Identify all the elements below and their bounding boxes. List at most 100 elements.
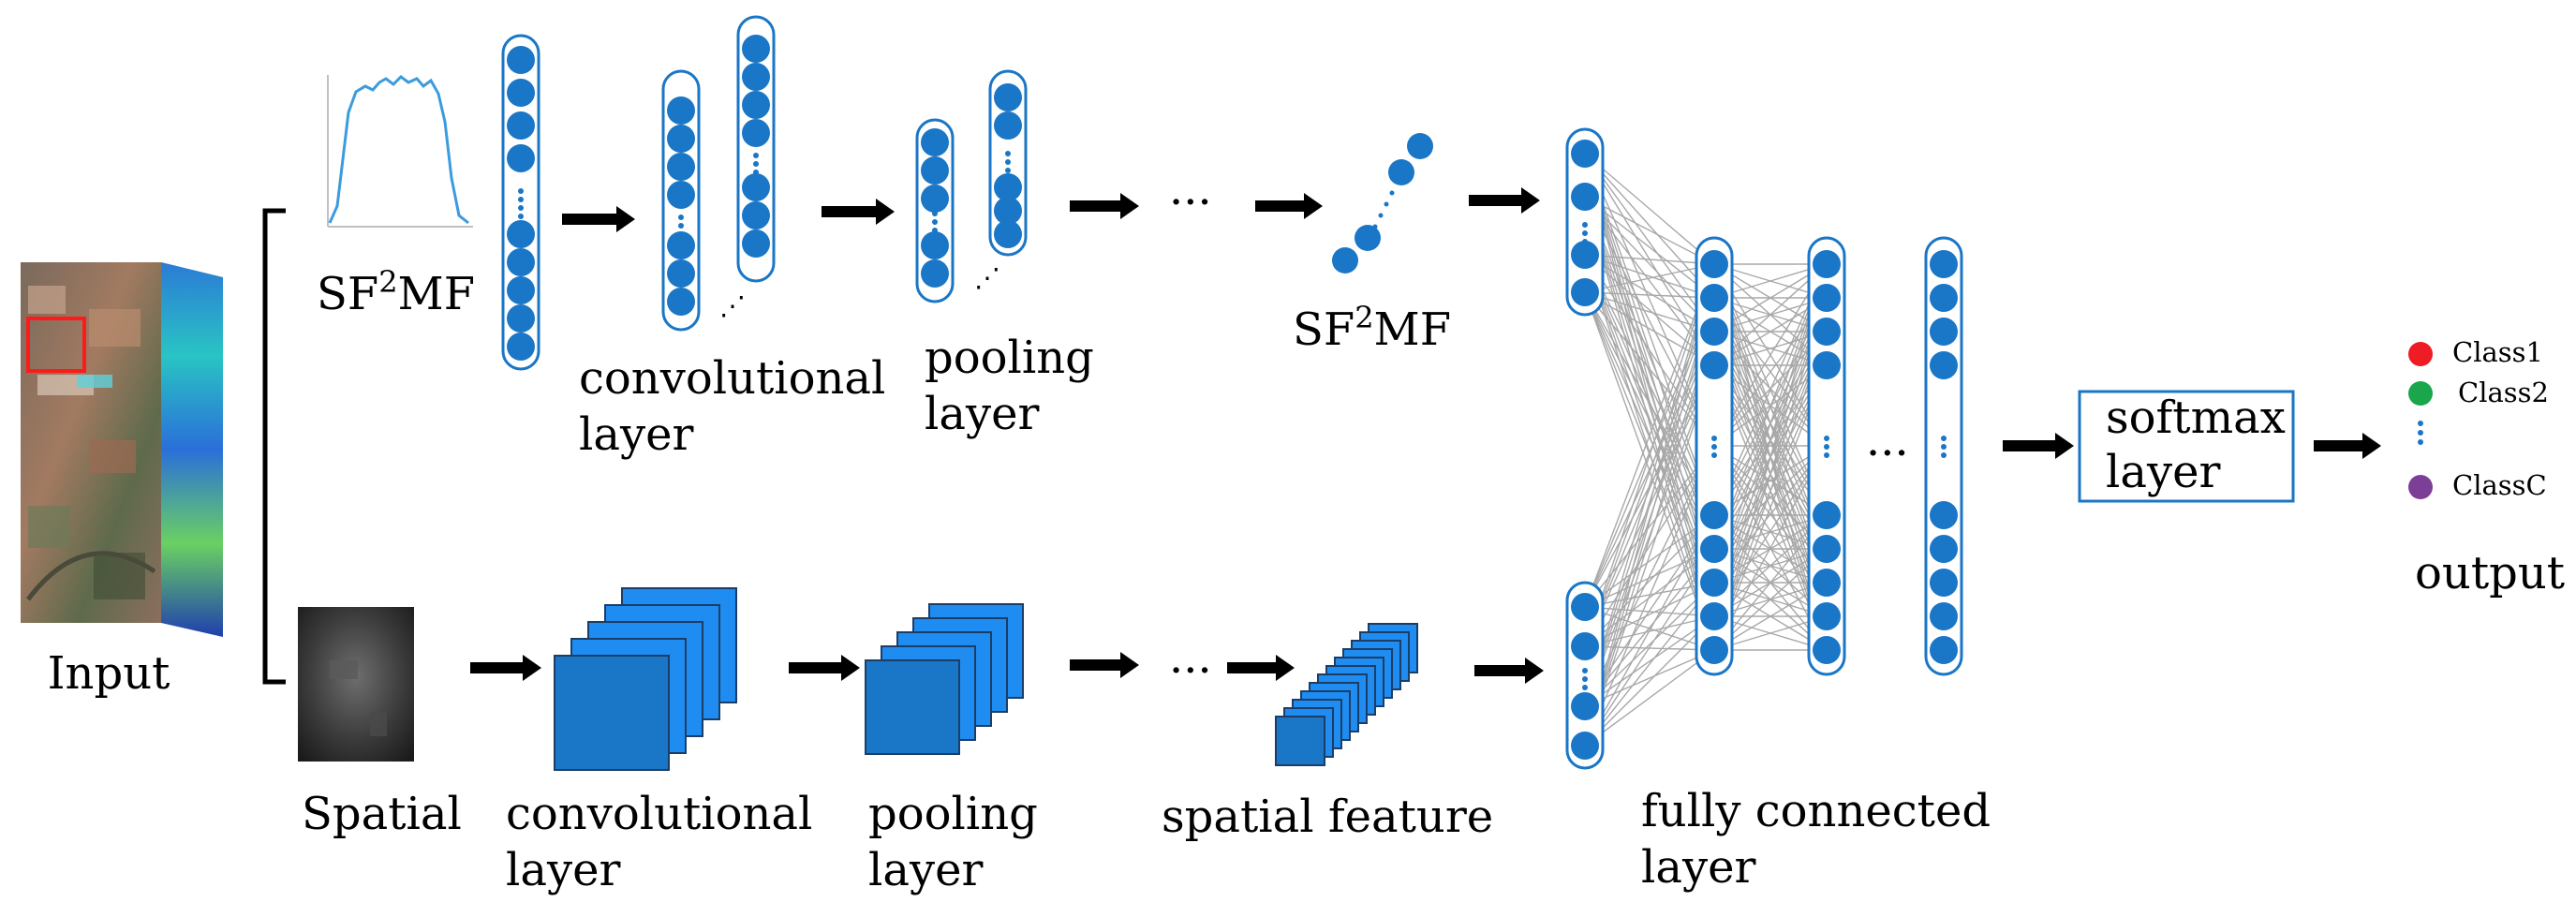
output-classes: Class1 Class2 ClassC [2408, 336, 2549, 501]
flow-arrow [562, 206, 635, 232]
fc-hidden-column-3-node [1930, 602, 1958, 630]
selected-patch-box [26, 317, 86, 373]
spatial-pool-label-line2: layer [868, 844, 983, 896]
fc-hidden-column-1 [1695, 236, 1734, 676]
spectral-input-column-node [507, 220, 535, 248]
spectral-input-column-node [507, 333, 535, 361]
flow-arrows [470, 187, 2381, 684]
fc-input-bottom-column-capsule [1565, 581, 1605, 770]
spectral-pool-label-line2: layer [925, 388, 1039, 440]
spectral-input-column-node [507, 111, 535, 140]
fc-hidden-column-1-node [1700, 284, 1728, 312]
class-1-label: Class1 [2452, 336, 2543, 368]
spectral-feature-label: SF2MF [1293, 300, 1451, 356]
fc-input-top-column-node [1571, 278, 1599, 306]
spatial-input-label: Spatial [302, 788, 462, 840]
spectral-input-column [501, 34, 540, 371]
spectral-feature-node [1388, 159, 1414, 185]
fc-input-top-column-node [1571, 183, 1599, 211]
spectral-input-column-node [507, 79, 535, 107]
spectral-input-column-node [507, 248, 535, 276]
flow-arrow [789, 655, 860, 681]
spectral-conv-column-1-node [667, 288, 695, 316]
flow-arrow [1469, 187, 1540, 214]
flow-arrow [1474, 658, 1544, 684]
spatial-input-image [298, 607, 414, 762]
spectral-conv-column-1 [661, 69, 701, 332]
fc-hidden-column-3-node [1930, 284, 1958, 312]
spatial-conv-label-line1: convolutional [506, 788, 812, 840]
spectral-pool-column-2-node [994, 220, 1022, 248]
spectral-conv-label-line1: convolutional [579, 352, 885, 405]
spectral-pool-column-2-node [994, 197, 1022, 225]
fc-hidden-column-3-node [1930, 501, 1958, 529]
fc-hidden-column-1-node [1700, 250, 1728, 278]
softmax-label-line1: softmax [2106, 392, 2286, 444]
softmax-label-line2: layer [2106, 446, 2220, 498]
class-c-label: ClassC [2452, 469, 2547, 501]
fc-hidden-column-3 [1924, 236, 1963, 676]
flow-arrow [822, 199, 895, 225]
spectral-conv-column-2-node [742, 35, 770, 63]
spectral-conv-column-2-node [742, 173, 770, 201]
spatial-feature-maps [1275, 623, 1418, 766]
spatial-conv-maps [554, 587, 737, 771]
fc-hidden-column-1-node [1700, 501, 1728, 529]
spectral-pool-column-1-node [921, 259, 949, 288]
fc-hidden-column-2-node [1813, 351, 1841, 379]
fc-hidden-column-3-node [1930, 569, 1958, 597]
spectral-conv-column-1-node [667, 231, 695, 259]
flow-arrow [1227, 655, 1295, 681]
fc-hidden-column-3-node [1930, 636, 1958, 664]
spectral-pool-column-2 [988, 69, 1028, 257]
class-2-dot [2408, 381, 2433, 406]
input-label: Input [48, 647, 170, 700]
fc-input-top-column-node [1571, 140, 1599, 168]
class-1-dot [2408, 342, 2433, 366]
spectral-curve-plot [327, 75, 473, 228]
fc-hidden-column-2-node [1813, 501, 1841, 529]
fc-input-bottom-column-node [1571, 632, 1599, 660]
spectral-conv-column-2-node [742, 63, 770, 91]
fc-hidden-column-2-node [1813, 569, 1841, 597]
spatial-pool-maps [865, 603, 1024, 755]
fc-hidden-column-2-node [1813, 636, 1841, 664]
spectral-conv-column-2 [736, 15, 776, 283]
fc-input-bottom-column-node [1571, 593, 1599, 621]
class-2-label: Class2 [2458, 377, 2549, 408]
spectral-conv-label-line2: layer [579, 408, 693, 461]
fc-hidden-column-1-node [1700, 318, 1728, 346]
input-hyperspectral-cube [21, 262, 223, 637]
spatial-conv-maps-map [554, 655, 670, 771]
fc-hidden-column-3-node [1930, 351, 1958, 379]
fc-hidden-column-1-node [1700, 602, 1728, 630]
branch-bracket [262, 208, 286, 685]
spectral-pool-column-1-node [921, 156, 949, 185]
spectral-conv-column-2-node [742, 119, 770, 147]
flow-arrow [470, 655, 541, 681]
spatial-ellipsis: ··· [1169, 644, 1212, 697]
fc-ellipsis: ··· [1866, 427, 1909, 480]
spatial-pool-label-line1: pooling [868, 788, 1038, 840]
fc-hidden-column-3-node [1930, 535, 1958, 563]
flow-arrow [1070, 652, 1139, 678]
fc-input-top-column-node [1571, 241, 1599, 269]
spectral-input-column-node [507, 144, 535, 172]
spectral-feature-node [1407, 133, 1433, 159]
output-label: output [2415, 547, 2565, 599]
spectral-input-column-node [507, 46, 535, 74]
fc-hidden-column-1-node [1700, 569, 1728, 597]
spectral-conv-column-1-node [667, 153, 695, 181]
spatial-pool-maps-map [865, 659, 960, 755]
flow-arrow [2003, 433, 2074, 459]
fc-hidden-column-2-node [1813, 250, 1841, 278]
spectral-pool-column-1-node [921, 185, 949, 213]
spectral-conv-column-1-node [667, 96, 695, 125]
spectral-feature-nodes [1332, 133, 1433, 274]
class-c-dot [2408, 475, 2433, 499]
spectral-input-label: SF2MF [317, 264, 475, 320]
spectral-conv-column-1-node [667, 125, 695, 153]
flow-arrow [2314, 433, 2381, 459]
fc-hidden-column-2-node [1813, 535, 1841, 563]
